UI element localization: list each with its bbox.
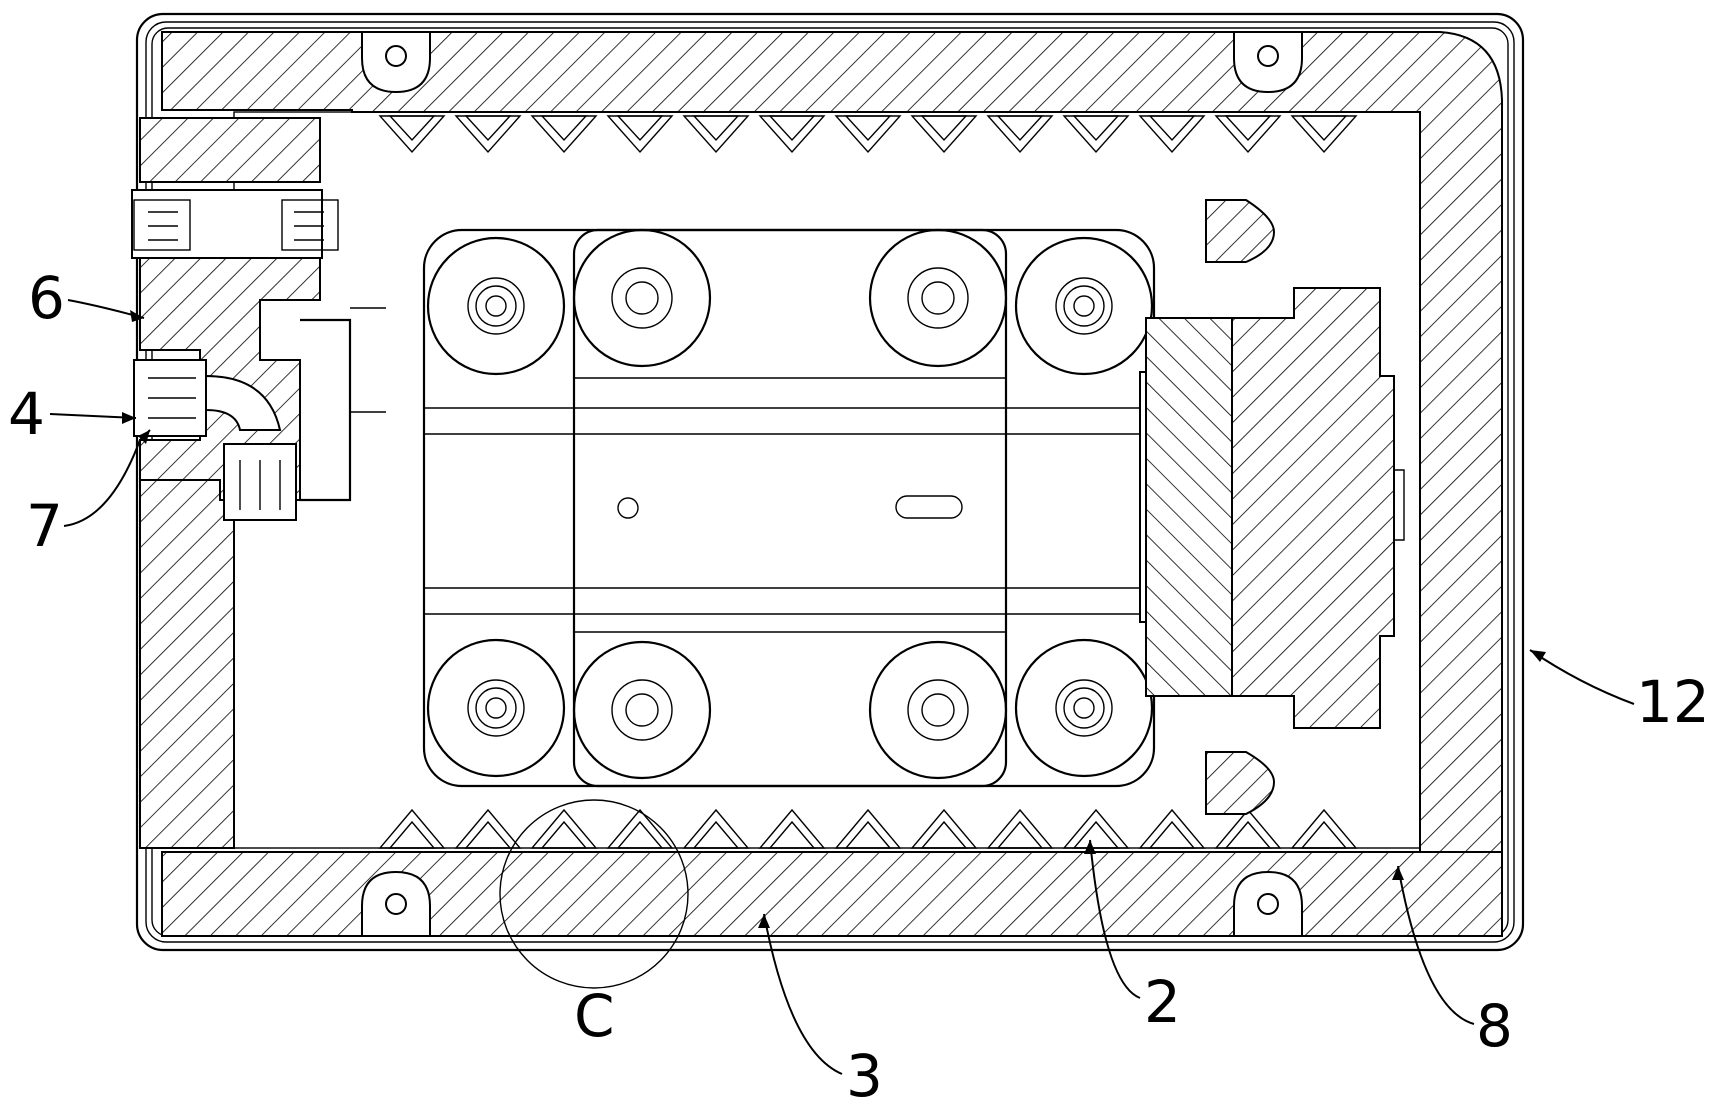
top-tooth — [1138, 115, 1206, 154]
bottom-tooth — [682, 808, 750, 849]
bottom-tooth — [758, 808, 826, 849]
label-2: 2 — [1084, 839, 1181, 1036]
svg-text:2: 2 — [1144, 968, 1181, 1036]
mounting-boss — [572, 640, 712, 780]
top-tooth — [834, 115, 902, 154]
top-tooth — [682, 115, 750, 154]
mounting-boss — [868, 640, 1008, 780]
top-tooth — [1062, 115, 1130, 154]
label-4: 4 — [8, 380, 137, 448]
bottom-right-mount-hole — [1233, 870, 1303, 937]
top-left-mount-hole — [361, 31, 431, 94]
mounting-boss — [426, 638, 566, 778]
bottom-tooth — [1138, 808, 1206, 849]
svg-text:4: 4 — [8, 380, 45, 448]
label-12: 12 — [1529, 649, 1709, 736]
side-connector-4 — [133, 359, 297, 521]
svg-text:C: C — [574, 982, 615, 1050]
bottom-tooth — [1062, 808, 1130, 849]
upper-small-block — [1205, 199, 1276, 263]
top-fin-teeth — [378, 115, 1358, 154]
top-right-mount-hole — [1233, 31, 1303, 94]
mounting-boss — [1014, 638, 1154, 778]
svg-text:3: 3 — [846, 1042, 883, 1102]
bottom-tooth — [834, 808, 902, 849]
mounting-boss — [1014, 236, 1154, 376]
label-3: 3 — [758, 913, 883, 1102]
svg-text:6: 6 — [28, 264, 65, 332]
bottom-tooth — [1214, 808, 1282, 849]
bottom-plate — [161, 851, 1503, 937]
label-c: C — [574, 982, 615, 1050]
top-tooth — [758, 115, 826, 154]
top-tooth — [530, 115, 598, 154]
top-tooth — [986, 115, 1054, 154]
upper-connector — [131, 189, 339, 259]
svg-text:8: 8 — [1476, 992, 1513, 1060]
top-plate — [161, 31, 1503, 931]
top-tooth — [606, 115, 674, 154]
bracket — [300, 307, 386, 502]
bottom-tooth — [454, 808, 522, 849]
label-7: 7 — [26, 429, 151, 560]
mounting-boss — [868, 228, 1008, 368]
central-module — [422, 228, 1156, 788]
top-tooth — [454, 115, 522, 154]
bottom-tooth — [378, 808, 446, 849]
svg-text:7: 7 — [26, 492, 63, 560]
bottom-tooth — [606, 808, 674, 849]
mounting-boss — [572, 228, 712, 368]
bottom-left-mount-hole — [361, 870, 431, 937]
top-tooth — [1214, 115, 1282, 154]
top-tooth — [1290, 115, 1358, 154]
svg-text:12: 12 — [1636, 668, 1709, 736]
mounting-bosses — [426, 228, 1154, 780]
lower-small-block — [1205, 751, 1276, 815]
top-tooth — [910, 115, 978, 154]
bottom-tooth — [530, 808, 598, 849]
bottom-fin-teeth — [378, 808, 1358, 849]
top-tooth — [378, 115, 446, 154]
detail-circle-c — [499, 799, 689, 989]
bottom-tooth — [910, 808, 978, 849]
label-8: 8 — [1392, 865, 1513, 1060]
bottom-tooth — [1290, 808, 1358, 849]
mounting-boss — [426, 236, 566, 376]
right-block — [1139, 287, 1405, 729]
bottom-tooth — [986, 808, 1054, 849]
label-6: 6 — [28, 264, 145, 332]
